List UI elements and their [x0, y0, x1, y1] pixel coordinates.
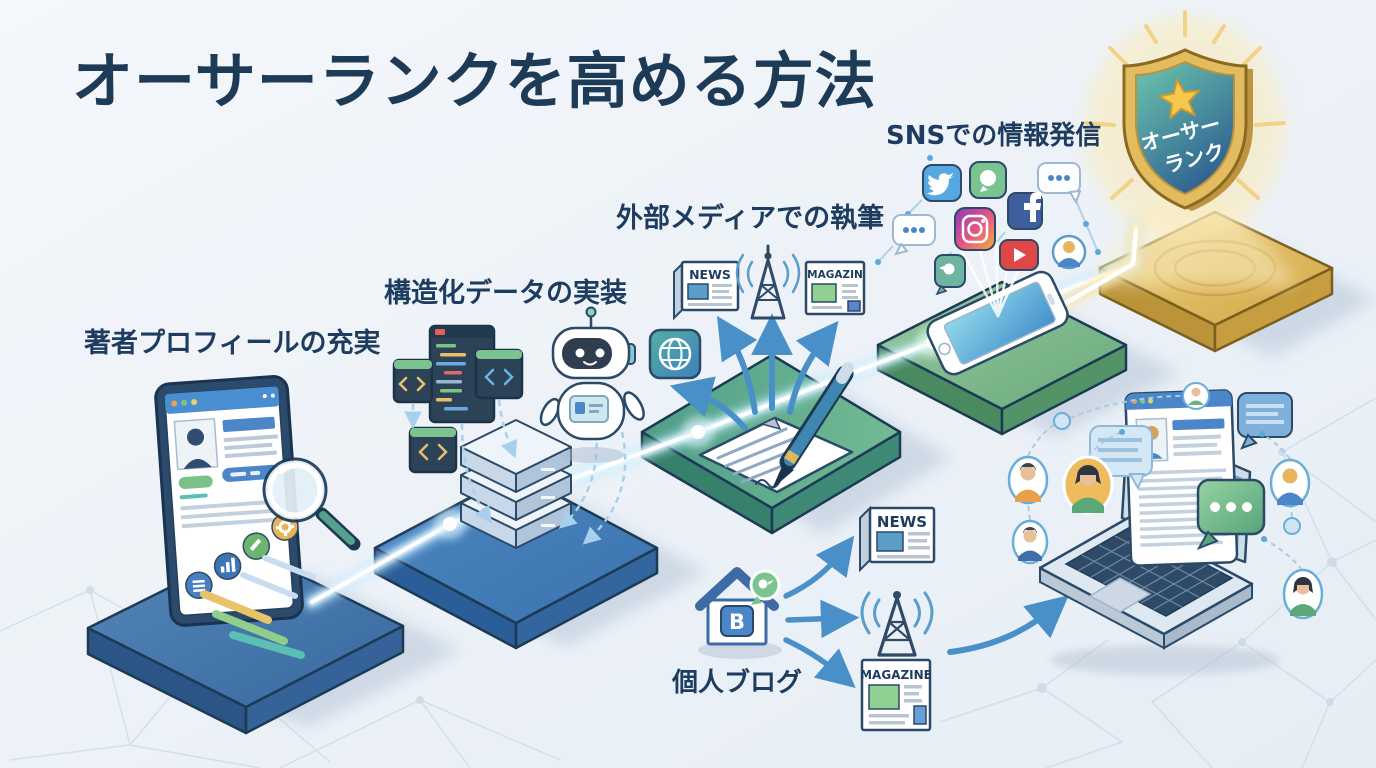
- code-tag-window-b: [408, 426, 458, 474]
- comment-bubble-green: [1196, 478, 1266, 550]
- youtube-icon: [999, 239, 1039, 271]
- step3-label: 外部メディアでの執筆: [616, 202, 884, 234]
- network-dashed-links: [1027, 395, 1303, 571]
- speech-bubble-dots-left-icon: [892, 214, 936, 256]
- avatar-woman-right: [1282, 568, 1324, 620]
- code-tag-window-c: [474, 348, 524, 400]
- blog-bird-bubble-icon: [749, 569, 781, 605]
- facebook-icon: [1007, 192, 1043, 230]
- avatar-dot-right: [1283, 517, 1301, 535]
- smartphone-icon: [926, 270, 1069, 376]
- laptop-keyboard: [1064, 525, 1234, 617]
- blog-distribution-arrows: [783, 535, 860, 689]
- code-tag-window-a: [392, 358, 434, 404]
- magazine-bottom-title: MAGAZINE: [860, 668, 932, 682]
- comment-bubble-top: [1237, 392, 1293, 450]
- pen-icon: [772, 362, 854, 489]
- avatar-man-orange: [1007, 455, 1049, 505]
- avatar-man-blue: [1011, 519, 1049, 565]
- magazine-icon-bottom: MAGAZINE: [860, 658, 932, 732]
- magazine-top-title: MAGAZIN: [807, 269, 863, 281]
- news-top-title: NEWS: [689, 267, 731, 282]
- bird-bubble-icon: [934, 254, 966, 296]
- globe-icon: [648, 328, 702, 380]
- personal-blog-label: 個人ブログ: [671, 667, 802, 698]
- blog-b-tile: [720, 605, 754, 637]
- step1-label: 著者プロフィールの充実: [84, 327, 380, 359]
- tablet-browser-bar: [164, 386, 280, 414]
- avatar-tiny-top: [1182, 382, 1210, 410]
- database-stack: [460, 419, 572, 549]
- platform1-stripes: [200, 555, 316, 659]
- arrow-to-laptop: [947, 595, 1069, 655]
- twitter-icon: [922, 164, 962, 202]
- news-icon-bottom: NEWS: [859, 505, 936, 573]
- avatar-person-right: [1269, 458, 1311, 508]
- sns-network-lines: [875, 155, 1101, 265]
- comment-bubble-left: [1089, 425, 1153, 491]
- follower-avatar-icon: [1051, 234, 1087, 270]
- antenna-icon-bottom: [860, 591, 934, 657]
- personal-blog-group: B 個人ブログ: [671, 567, 802, 698]
- network-avatars: [1007, 382, 1324, 620]
- media-arrows: [669, 313, 839, 431]
- step4-label: SNSでの情報発信: [886, 121, 1101, 151]
- instagram-icon: [954, 207, 996, 251]
- magazine-icon-top: MAGAZIN: [804, 260, 866, 316]
- laptop-group: [1007, 382, 1324, 675]
- news-bottom-title: NEWS: [877, 513, 927, 531]
- data-flow-arrows: [404, 399, 627, 545]
- news-icon-top: NEWS: [673, 260, 740, 321]
- author-rank-badge: オーサー ランク: [1084, 10, 1286, 240]
- avatar-dot-left: [1053, 412, 1071, 430]
- avatar-woman-large: [1062, 455, 1114, 515]
- magnifier-icon: [262, 457, 361, 551]
- speech-bubble-dots-right-icon: [1037, 162, 1082, 205]
- page-title: オーサーランクを高める方法: [72, 46, 877, 117]
- badge-star-icon: [1158, 78, 1200, 120]
- step2-label: 構造化データの実装: [384, 277, 627, 309]
- chat-bubble-green-icon: [969, 161, 1007, 199]
- antenna-icon-top: [735, 244, 801, 320]
- blog-letter: B: [729, 610, 745, 634]
- robot-icon: [539, 306, 645, 463]
